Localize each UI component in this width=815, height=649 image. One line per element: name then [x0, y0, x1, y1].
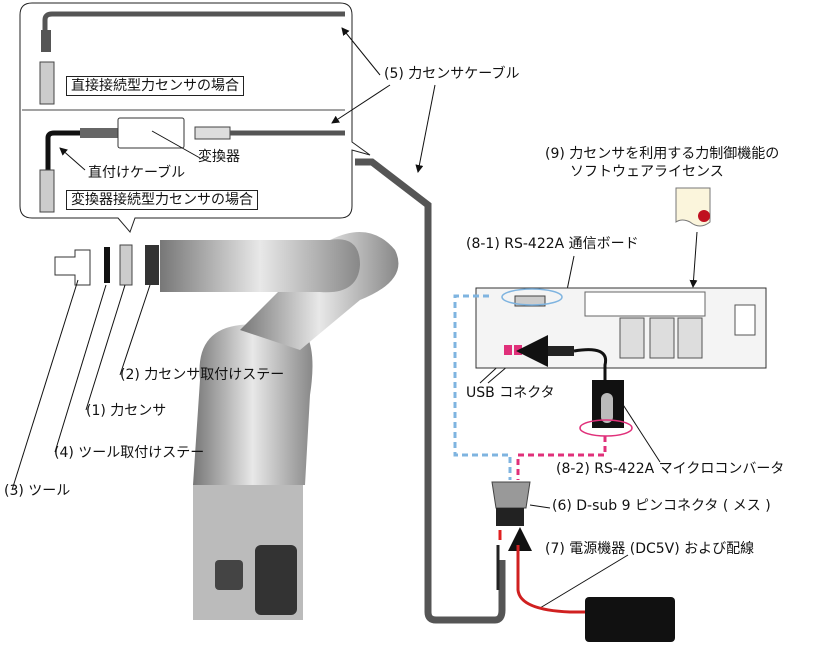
direct-connector	[41, 30, 51, 52]
cable-connector	[80, 128, 118, 138]
board-highlight	[501, 288, 563, 306]
tool-label: (3) ツール	[4, 483, 71, 499]
board-label: (8-1) RS-422A 通信ボード	[466, 236, 639, 252]
direct-case-label: 直接接続型力センサの場合	[66, 76, 244, 96]
converter-box	[117, 117, 185, 149]
force-sensor	[119, 244, 133, 286]
tool	[54, 249, 91, 286]
direct-cable-label: 直付けケーブル	[88, 165, 186, 181]
tool-stay	[104, 247, 110, 283]
power-wire	[516, 545, 595, 614]
robot-arm	[145, 232, 399, 620]
dsub-label: (6) D-sub 9 ピンコネクタ ( メス )	[552, 498, 771, 514]
converter-case-label: 変換器接続型力センサの場合	[66, 190, 258, 210]
direct-cable	[42, 11, 345, 45]
attached-cable	[45, 130, 80, 172]
power-supply	[585, 597, 675, 642]
license-label-1: (9) 力センサを利用する力制御機能の	[545, 146, 780, 162]
dsub-connector	[491, 481, 531, 509]
converter-sensor	[39, 169, 55, 213]
force-sensor-cable	[355, 158, 506, 624]
robot-controller	[475, 287, 767, 369]
license-label-2: ソフトウェアライセンス	[570, 164, 724, 180]
tool-stay-label: (4) ツール取付けステー	[54, 445, 205, 461]
license-seal	[698, 210, 710, 222]
usb-label: USB コネクタ	[466, 385, 555, 401]
callout-bubble	[19, 2, 371, 233]
sensor-stay-label: (2) 力センサ取付けステー	[120, 367, 285, 383]
cable-label: (5) 力センサケーブル	[384, 66, 520, 82]
usb-link	[516, 436, 607, 480]
direct-sensor	[39, 61, 55, 105]
sensor-label: (1) 力センサ	[86, 403, 167, 419]
serial-link	[453, 294, 512, 480]
power-label: (7) 電源機器 (DC5V) および配線	[545, 541, 755, 557]
converter-label: 変換器	[198, 149, 240, 165]
micro-converter-label: (8-2) RS-422A マイクロコンバータ	[556, 461, 785, 477]
